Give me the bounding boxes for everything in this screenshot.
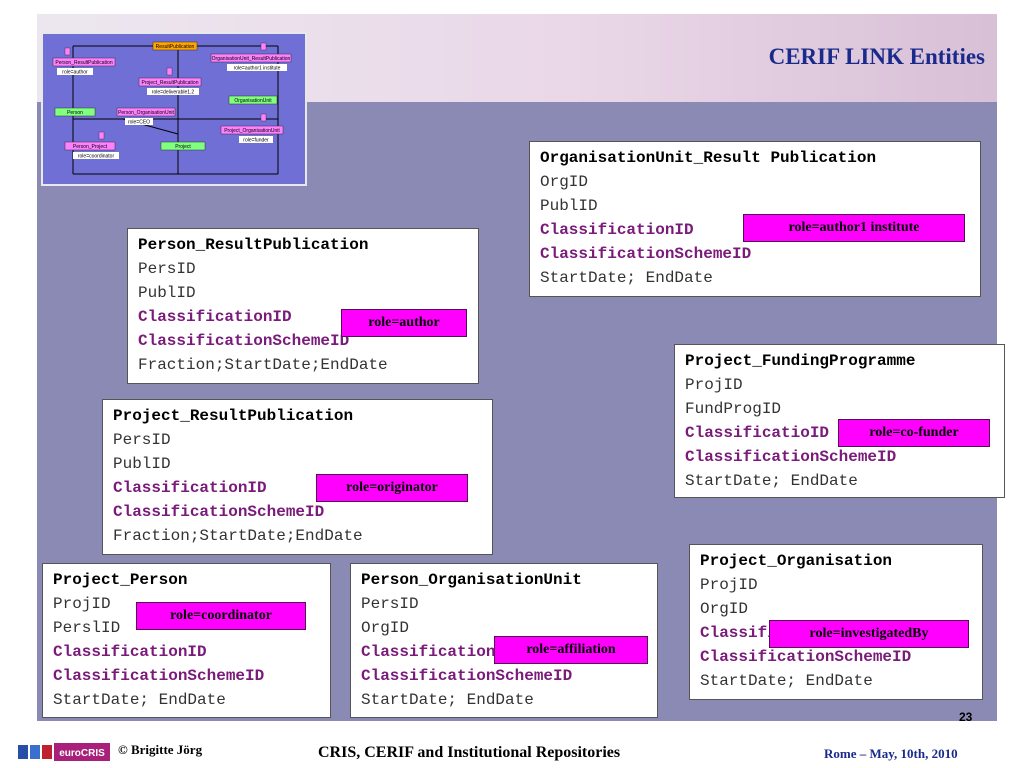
entity-class-field: ClassificationID (113, 479, 267, 497)
entity-field: OrgID (700, 600, 749, 618)
entity-field: OrgID (361, 619, 410, 637)
entity-field: PerslID (53, 619, 121, 637)
entity-field: PersID (138, 260, 196, 278)
entity-field: PublID (138, 284, 196, 302)
diagram-node-label: ResultPublication (156, 44, 195, 50)
diagram-node-label: Person_Project (73, 144, 108, 150)
entity-class-field: ClassificationID (540, 221, 694, 239)
diagram-node-label: Person_ResultPublication (55, 60, 112, 66)
entity-class-field: ClassificatioID (685, 424, 830, 442)
diagram-node-label: role=author (62, 70, 88, 76)
diagram-node-label: Project (175, 144, 191, 150)
entity-dates: StartDate; EndDate (540, 269, 713, 287)
entity-dates: Fraction;StartDate;EndDate (138, 356, 388, 374)
diagram-node-label: role=coordinator (78, 154, 115, 160)
entity-field: PublID (540, 197, 598, 215)
page-number: 23 (959, 710, 973, 724)
logo-text: euroCRIS (59, 748, 105, 759)
slide-title: CERIF LINK Entities (768, 44, 985, 69)
entity-dates: StartDate; EndDate (53, 691, 226, 709)
entity-class-field: ClassificationSchemeID (138, 332, 350, 350)
entity-dates: StartDate; EndDate (685, 472, 858, 490)
entity-dates: StartDate; EndDate (700, 672, 873, 690)
entity-field: FundProgID (685, 400, 782, 418)
footer-title: CRIS, CERIF and Institutional Repositori… (318, 744, 621, 761)
diagram-node-label: Project_OrganisationUnit (224, 128, 280, 134)
role-badge: role=author (341, 309, 467, 337)
entity-name: Project_Person (53, 571, 188, 589)
entity-name: Person_OrganisationUnit (361, 571, 582, 589)
entity-field: ProjID (685, 376, 743, 394)
diagram-svg: ResultPublication Person_ResultPublicati… (52, 41, 292, 175)
role-badge: role=affiliation (494, 636, 648, 664)
entity-name: Person_ResultPublication (138, 236, 369, 254)
role-badge: role=investigatedBy (769, 620, 969, 648)
entity-field: PersID (113, 431, 171, 449)
entity-dates: Fraction;StartDate;EndDate (113, 527, 363, 545)
entity-class-field: ClassificationSchemeID (685, 448, 897, 466)
diagram-node-label: role=author1 institute (234, 66, 281, 72)
entity-name: Project_Organisation (700, 552, 893, 570)
entity-class-field: ClassificationID (138, 308, 292, 326)
role-badge: role=co-funder (838, 419, 990, 447)
entity-class-field: ClassificationSchemeID (113, 503, 325, 521)
entity-class-field: ClassificationSchemeID (53, 667, 265, 685)
entity-field: ProjID (700, 576, 758, 594)
role-badge: role=coordinator (136, 602, 306, 630)
entity-field: ProjID (53, 595, 111, 613)
entity-class-field: ClassificationSchemeID (700, 648, 912, 666)
footer-date: Rome – May, 10th, 2010 (824, 746, 958, 761)
footer-logo: euroCRIS (18, 742, 112, 762)
diagram-node-label: Person (67, 110, 83, 116)
role-badge: role=originator (316, 474, 468, 502)
entity-field: PersID (361, 595, 419, 613)
diagram-node-label: OrganisationUnit_ResultPublication (212, 56, 291, 62)
eurocris-logo-icon: euroCRIS (18, 743, 110, 761)
entity-field: OrgID (540, 173, 589, 191)
entity-name: OrganisationUnit_Result Publication (540, 149, 877, 167)
entity-person-resultpublication: Person_ResultPublication PersID PublID C… (127, 228, 479, 384)
diagram-node-label: role=funder (243, 138, 269, 144)
entity-name: Project_ResultPublication (113, 407, 354, 425)
cerif-diagram-thumbnail: ResultPublication Person_ResultPublicati… (41, 32, 307, 186)
entity-dates: StartDate; EndDate (361, 691, 534, 709)
diagram-node-label: Person_OrganisationUnit (118, 110, 174, 116)
entity-class-field: ClassificationSchemeID (540, 245, 752, 263)
entity-field: PublID (113, 455, 171, 473)
slide: CERIF LINK Entities ResultPublication Pe… (37, 14, 1005, 724)
entity-project-person: Project_Person ProjID PerslID Classifica… (42, 563, 331, 718)
diagram-node-label: role=CEO (128, 120, 150, 126)
footer-copyright: © Brigitte Jörg (118, 742, 203, 757)
diagram-node-label: Project_ResultPublication (142, 80, 199, 86)
entity-class-field: ClassificationSchemeID (361, 667, 573, 685)
role-badge: role=author1 institute (743, 214, 965, 242)
entity-name: Project_FundingProgramme (685, 352, 916, 370)
entity-class-field: ClassificationID (53, 643, 207, 661)
diagram-node-label: OrganisationUnit (234, 98, 272, 104)
diagram-node-label: role=deliverable1.2 (152, 90, 195, 96)
entity-class-field: ClassificationID (361, 643, 515, 661)
